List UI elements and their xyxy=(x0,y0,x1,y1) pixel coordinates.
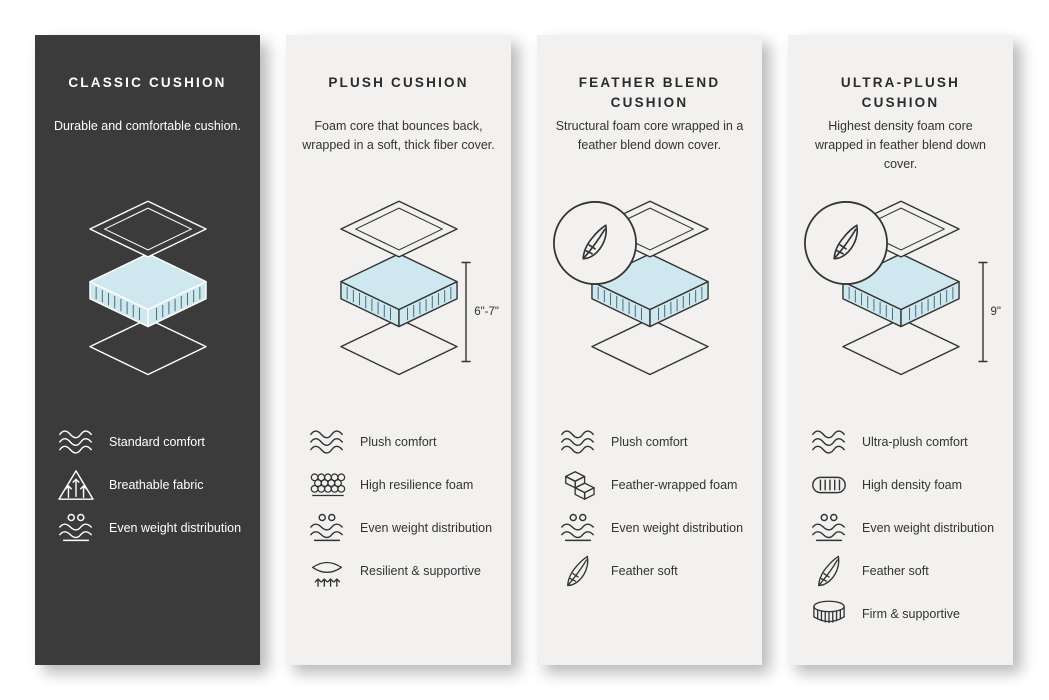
feature-item: Plush comfort xyxy=(306,425,495,459)
distribution-icon xyxy=(808,511,850,545)
waves-icon xyxy=(306,425,348,459)
card-description: Structural foam core wrapped in a feathe… xyxy=(555,119,744,152)
card-plush-cushion: PLUSH CUSHION Foam core that bounces bac… xyxy=(286,35,511,665)
feature-item: Feather soft xyxy=(808,554,997,588)
feature-label: Feather soft xyxy=(862,563,929,578)
feature-label: Feather soft xyxy=(611,563,678,578)
feature-label: Ultra-plush comfort xyxy=(862,434,968,449)
measurement-label: 9" xyxy=(990,306,1001,318)
card-description: Durable and comfortable cushion. xyxy=(54,119,241,133)
distribution-icon xyxy=(557,511,599,545)
feature-item: High density foam xyxy=(808,468,997,502)
feature-item: Firm & supportive xyxy=(808,597,997,631)
distribution-icon xyxy=(306,511,348,545)
feature-label: Breathable fabric xyxy=(109,477,204,492)
feature-item: Standard comfort xyxy=(55,425,244,459)
feature-item: Resilient & supportive xyxy=(306,554,495,588)
feature-item: Breathable fabric xyxy=(55,468,244,502)
feature-item: Even weight distribution xyxy=(808,511,997,545)
feature-list: Plush comfort Feather-wrapped foam Even … xyxy=(553,425,746,588)
feature-label: High resilience foam xyxy=(360,477,474,492)
bricks-icon xyxy=(557,468,599,502)
card-title: PLUSH CUSHION xyxy=(328,75,469,90)
feature-label: High density foam xyxy=(862,477,963,492)
feature-label: Even weight distribution xyxy=(862,520,995,535)
breathable-icon xyxy=(55,468,97,502)
feature-list: Standard comfort Breathable fabric Even … xyxy=(51,425,244,545)
measurement-bracket xyxy=(461,261,471,363)
feature-item: Plush comfort xyxy=(557,425,746,459)
feature-label: Resilient & supportive xyxy=(360,563,481,578)
density-icon xyxy=(808,468,850,502)
card-title: ULTRA-PLUSH CUSHION xyxy=(840,75,961,111)
card-title: FEATHER BLEND CUSHION xyxy=(578,75,721,111)
feather-icon xyxy=(808,554,850,588)
cushion-layers-illustration xyxy=(88,200,207,376)
foam-cells-icon xyxy=(306,468,348,502)
measurement-label: 6"-7" xyxy=(474,306,499,318)
feature-list: Ultra-plush comfort High density foam Ev… xyxy=(804,425,997,631)
thickness-measurement: 6"-7" xyxy=(460,261,499,363)
feather-icon xyxy=(557,554,599,588)
card-description: Highest density foam core wrapped in fea… xyxy=(815,119,986,171)
feather-badge-icon xyxy=(553,201,637,285)
feature-label: Even weight distribution xyxy=(611,520,744,535)
feature-item: Feather-wrapped foam xyxy=(557,468,746,502)
feature-item: Even weight distribution xyxy=(306,511,495,545)
feature-item: Feather soft xyxy=(557,554,746,588)
card-feather-blend-cushion: FEATHER BLEND CUSHION Structural foam co… xyxy=(537,35,762,665)
spring-icon xyxy=(306,554,348,588)
feature-list: Plush comfort High resilience foam Even … xyxy=(302,425,495,588)
thickness-measurement: 9" xyxy=(977,261,1001,363)
waves-icon xyxy=(808,425,850,459)
cushion-diagram xyxy=(51,195,244,423)
feature-label: Plush comfort xyxy=(360,434,437,449)
feature-item: Even weight distribution xyxy=(55,511,244,545)
waves-icon xyxy=(55,425,97,459)
card-description: Foam core that bounces back, wrapped in … xyxy=(302,119,495,152)
feature-label: Standard comfort xyxy=(109,434,205,449)
feature-item: Ultra-plush comfort xyxy=(808,425,997,459)
feature-label: Plush comfort xyxy=(611,434,688,449)
distribution-icon xyxy=(55,511,97,545)
card-classic-cushion: CLASSIC CUSHION Durable and comfortable … xyxy=(35,35,260,665)
waves-icon xyxy=(557,425,599,459)
feather-badge-icon xyxy=(804,201,888,285)
cushion-diagram: 6"-7" xyxy=(302,195,499,423)
card-ultra-plush-cushion: ULTRA-PLUSH CUSHION Highest density foam… xyxy=(788,35,1013,665)
feature-label: Feather-wrapped foam xyxy=(611,477,738,492)
cushion-diagram: 9" xyxy=(804,195,1001,423)
card-title: CLASSIC CUSHION xyxy=(68,75,227,90)
firm-icon xyxy=(808,597,850,631)
cushion-diagram xyxy=(553,195,746,423)
feature-label: Even weight distribution xyxy=(109,520,242,535)
feature-label: Even weight distribution xyxy=(360,520,493,535)
feature-item: Even weight distribution xyxy=(557,511,746,545)
feature-item: High resilience foam xyxy=(306,468,495,502)
feature-label: Firm & supportive xyxy=(862,606,960,621)
measurement-bracket xyxy=(978,261,988,363)
